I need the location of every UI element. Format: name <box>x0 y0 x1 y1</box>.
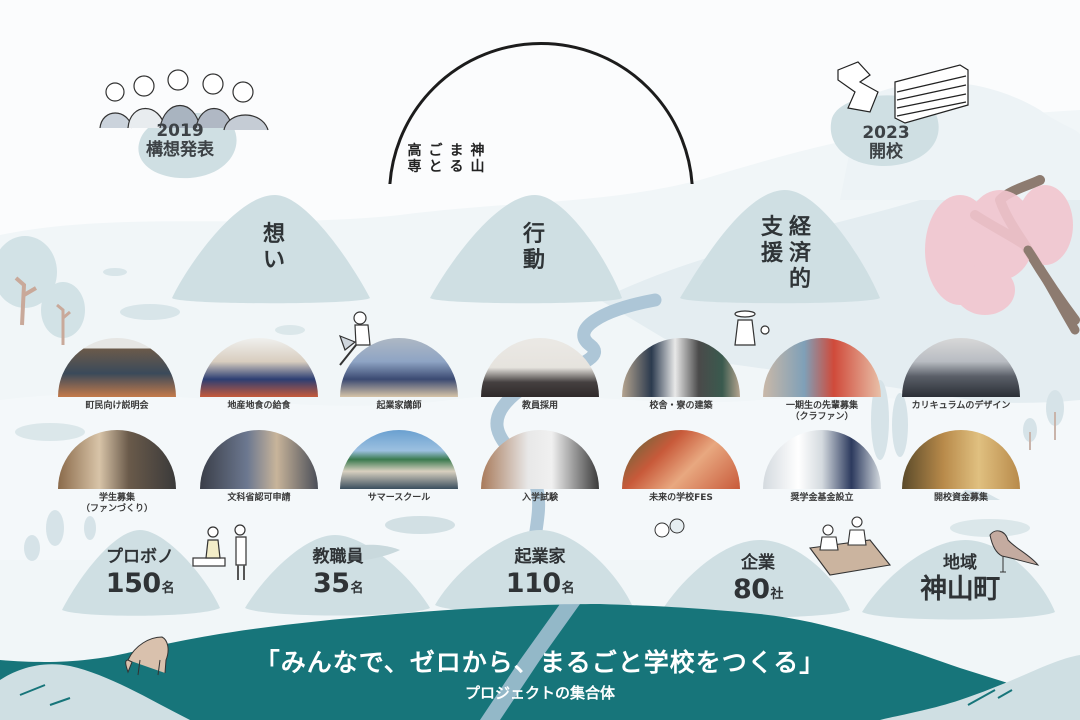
project-card: 開校資金募集 <box>902 430 1020 504</box>
project-card: 入学試験 <box>481 430 599 504</box>
project-card: 地産地食の給食 <box>200 338 318 412</box>
project-photo <box>763 338 881 397</box>
milestone-2019: 2019 構想発表 <box>140 122 220 160</box>
stat-unit: 名 <box>561 581 575 596</box>
stat-mountain-1 <box>62 530 220 616</box>
school-name-vertical: 神 山 ま る ご と 高 専 <box>407 143 485 175</box>
banner-headline: 「みんなで、ゼロから、まるごと学校をつくる」 <box>254 648 826 677</box>
pheasant-illustration <box>989 530 1040 573</box>
school-building-illustration <box>837 61 969 124</box>
project-photo <box>58 338 176 397</box>
project-photo <box>200 338 318 397</box>
project-card: 教員採用 <box>481 338 599 412</box>
project-card: 学生募集 （ファンづくり） <box>58 430 176 515</box>
project-photo <box>200 430 318 489</box>
project-card: 文科省認可申請 <box>200 430 318 504</box>
project-photo <box>902 338 1020 397</box>
project-photo <box>481 430 599 489</box>
milestone-year: 2019 <box>156 121 204 141</box>
pillar-koudou: 行 動 <box>522 222 545 273</box>
project-photo <box>902 430 1020 489</box>
stat-mountain-4 <box>662 540 850 618</box>
stat-staff: 教職員 35名 <box>312 547 364 599</box>
milestone-blob-2019 <box>138 113 237 179</box>
milestone-year: 2023 <box>862 123 910 143</box>
milestone-label: 開校 <box>869 142 903 162</box>
cherry-blossom-tree-icon <box>925 175 1080 335</box>
people-group-illustration <box>99 69 269 131</box>
title-col-1: 神 山 <box>470 143 485 175</box>
stat-value: 80 <box>732 574 770 605</box>
milestone-label: 構想発表 <box>146 140 214 160</box>
stat-value: 神山町 <box>920 574 1000 605</box>
project-photo <box>340 338 458 397</box>
laptop-person-illustration <box>338 311 371 366</box>
project-card: 校舎・寮の建築 <box>622 338 740 412</box>
stat-mountain-3 <box>435 530 632 614</box>
title-col-3: ご と <box>428 143 443 175</box>
dango-illustration <box>654 518 685 538</box>
bench-people-illustration <box>192 524 247 580</box>
pillar-financial-support: 経 済 的 支 援 <box>760 215 811 292</box>
project-photo <box>481 338 599 397</box>
milestone-2023: 2023 開校 <box>846 124 926 162</box>
stat-value: 35 <box>312 568 350 599</box>
project-photo <box>58 430 176 489</box>
pillar-mountain-1 <box>172 195 370 304</box>
stat-unit: 社 <box>770 587 784 602</box>
banner-subtitle: プロジェクトの集合体 <box>464 684 615 702</box>
stat-companies: 企業 80社 <box>732 553 784 605</box>
deer-illustration <box>125 636 169 676</box>
project-card: 一期生の先輩募集 （クラファン） <box>763 338 881 423</box>
pillar-omoi: 想 い <box>262 222 285 273</box>
stat-mountain-5 <box>862 540 1055 620</box>
project-card: 未来の学校FES <box>622 430 740 504</box>
title-col-4: 高 専 <box>407 143 422 175</box>
stat-region: 地域 神山町 <box>920 553 1000 605</box>
tree-icon <box>0 236 85 345</box>
pillar-mountain-3 <box>680 190 880 304</box>
project-photo <box>622 338 740 397</box>
gardener-illustration <box>734 310 770 346</box>
stat-probono: プロボノ 150名 <box>105 547 175 599</box>
stat-mountain-2 <box>245 535 430 616</box>
pillar-mountain-2 <box>430 195 622 304</box>
stat-unit: 名 <box>350 581 364 596</box>
project-card: 起業家講師 <box>340 338 458 412</box>
project-photo <box>340 430 458 489</box>
stat-unit: 名 <box>161 581 175 596</box>
project-card: サマースクール <box>340 430 458 504</box>
title-col-2: ま る <box>449 143 464 175</box>
project-card: 奨学金基金設立 <box>763 430 881 504</box>
project-photo <box>622 430 740 489</box>
stat-value: 150 <box>105 568 161 599</box>
project-card: 町民向け説明会 <box>58 338 176 412</box>
workshop-people-illustration <box>809 516 892 576</box>
project-card: カリキュラムのデザイン <box>902 338 1020 412</box>
stat-value: 110 <box>505 568 561 599</box>
stat-entrepreneurs: 起業家 110名 <box>505 547 575 599</box>
project-photo <box>763 430 881 489</box>
banner-mountain <box>0 604 1080 720</box>
